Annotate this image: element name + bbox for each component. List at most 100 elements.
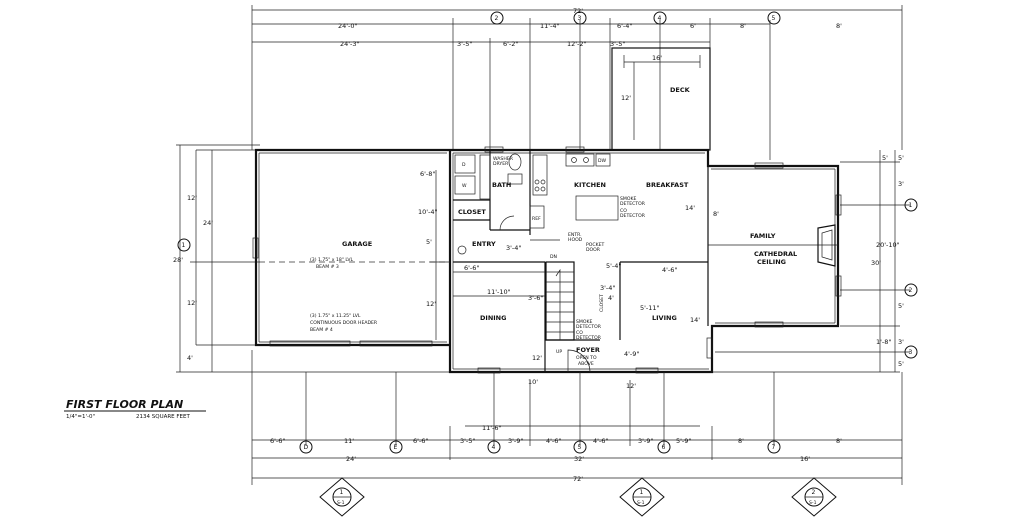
note-co1-a: CO — [620, 208, 627, 214]
dim-right-5d: 5' — [898, 360, 904, 368]
label-closet-v: CLOSET — [599, 294, 605, 312]
note-beam4-b: CONTINUOUS DOOR HEADER — [310, 320, 378, 326]
closet-door-arc — [499, 215, 515, 231]
room-labels: GARAGE ENTRY CLOSET BATH KITCHEN BREAKFA… — [342, 181, 797, 367]
dim-i11: 14' — [690, 316, 700, 324]
section-marker-1: 1 S-1 — [319, 477, 365, 517]
dim-bot-1l: 8' — [836, 437, 842, 445]
grid-bubble-top-2: 2 — [495, 15, 499, 22]
label-ceiling: CEILING — [757, 258, 786, 266]
notes: (3) 1.75" x 18" LVL BEAM # 3 (3) 1.75" x… — [310, 156, 646, 341]
label-living: LIVING — [652, 314, 677, 322]
dim-bot-1f: 3'-9" — [508, 437, 523, 445]
dim-left-24: 24' — [203, 219, 213, 227]
dim-top-3b: 3'-5" — [457, 40, 472, 48]
grid-bubble-right-1: 1 — [909, 202, 913, 209]
dim-i4: 3'-4" — [506, 244, 521, 252]
note-pocket-a: POCKET — [586, 242, 605, 248]
label-deck: DECK — [670, 86, 691, 94]
dim-i14: 4'-9" — [624, 350, 639, 358]
front-door — [567, 349, 591, 373]
dim-top-3e: 3'-5" — [610, 40, 625, 48]
dim-i12: 8' — [713, 210, 719, 218]
fireplace — [817, 224, 836, 267]
dim-top-3a: 24'-3" — [340, 40, 360, 48]
note-beam3-b: BEAM # 3 — [316, 264, 339, 270]
label-dn: DN — [550, 254, 557, 260]
dim-i2: 10'-4" — [418, 208, 438, 216]
dim-top-2b: 11'-4" — [540, 22, 560, 30]
svg-text:16': 16' — [652, 54, 662, 62]
label-dw: DW — [598, 158, 607, 164]
label-family: FAMILY — [750, 232, 776, 240]
label-bath: BATH — [492, 181, 511, 189]
top-grid-bubbles: 2 3 4 5 — [490, 11, 781, 25]
top-dimensions: 72' 24'-0" 11'-4" 6'-4" 6' 8' 8' 24'-3" … — [251, 5, 903, 160]
note-beam3-a: (3) 1.75" x 18" LVL — [310, 257, 354, 263]
grid-bubble-bot-7: 7 — [772, 444, 776, 451]
dim-right-3a: 3' — [898, 180, 904, 188]
label-ref: REF — [532, 216, 541, 222]
grid-bubble-top-4: 4 — [658, 15, 662, 22]
label-closet: CLOSET — [458, 208, 486, 216]
dim-i20: 4'-6" — [662, 266, 677, 274]
dim-right-5b: 5' — [898, 154, 904, 162]
plan-scale: 1/4"=1'-0" — [66, 414, 95, 420]
section-1-num: 1 — [340, 489, 344, 496]
dim-top-3d: 12'-2" — [567, 40, 587, 48]
note-smoke1-b: DETECTOR — [620, 201, 646, 207]
exterior-walls — [252, 146, 842, 374]
label-up: UP — [556, 349, 562, 355]
grid-bubble-top-3: 3 — [578, 15, 582, 22]
grid-bubble-bot-d: D — [304, 444, 309, 451]
bath-fixtures: D W — [454, 153, 523, 200]
label-foyer: FOYER — [576, 346, 600, 354]
svg-text:W: W — [462, 183, 467, 189]
dim-i3: 5' — [426, 238, 432, 246]
dim-i7: 3'-6" — [528, 294, 543, 302]
interior-dimensions: 6'-8" 10'-4" 5' 3'-4" 6'-6" 11'-10" 3'-6… — [418, 170, 719, 390]
grid-bubble-bot-6: 6 — [662, 444, 666, 451]
dim-right-20-10: 20'-10" — [876, 241, 900, 249]
section-markers: 1 S-1 1 S-1 2 S-1 — [319, 477, 837, 517]
svg-text:D: D — [462, 162, 466, 168]
label-breakfast: BREAKFAST — [646, 181, 689, 189]
section-marker-3: 2 S-1 — [791, 477, 837, 517]
grid-bubble-top-5: 5 — [772, 15, 776, 22]
dim-bot-2c: 16' — [800, 455, 810, 463]
dim-i15: 10' — [528, 378, 538, 386]
dim-top-2c: 6'-4" — [617, 22, 632, 30]
dim-bot-1i: 3'-9" — [638, 437, 653, 445]
dim-i1: 6'-8" — [420, 170, 435, 178]
dim-bot-1a: 6'-6" — [270, 437, 285, 445]
dim-bot-2b: 32' — [574, 455, 584, 463]
dim-i9: 5'-11" — [640, 304, 660, 312]
label-kitchen: KITCHEN — [574, 181, 606, 189]
section-3-num: 2 — [812, 489, 816, 496]
dim-i8: 4' — [608, 294, 614, 302]
dim-i18: 5'-4" — [606, 262, 621, 270]
dim-i6: 11'-10" — [487, 288, 511, 296]
left-dimensions: 28' 24' 12' 12' 4' 1 — [173, 144, 460, 373]
dim-top-2f: 8' — [836, 22, 842, 30]
dim-bot-1c: 6'-6" — [413, 437, 428, 445]
dim-right-1-8: 1'-8" — [876, 338, 891, 346]
right-dimensions: 30' 20'-10" 5' 5' 3' 5' 1'-8" 3' 5' 1 2 … — [700, 150, 918, 373]
note-smoke1-a: SMOKE — [620, 196, 637, 202]
section-2-sheet: S-1 — [637, 500, 645, 506]
note-co2-b: DETECTOR — [576, 335, 602, 341]
title-block: FIRST FLOOR PLAN 1/4"=1'-0" 2134 SQUARE … — [64, 398, 206, 420]
dim-bot-2a: 24' — [346, 455, 356, 463]
bottom-dimensions: 6'-6" 11' 6'-6" 3'-5" 11'-6" 3'-9" 4'-6"… — [251, 350, 903, 485]
note-dryer: DRYER — [493, 161, 509, 167]
grid-bubble-bot-5: 5 — [578, 444, 582, 451]
dim-bot-1g: 4'-6" — [546, 437, 561, 445]
grid-bubble-right-2: 2 — [909, 287, 913, 294]
dim-right-30: 30' — [871, 259, 881, 267]
grid-bubble-bot-e: E — [394, 444, 398, 451]
dim-left-12a: 12' — [187, 194, 197, 202]
dim-i5: 6'-6" — [464, 264, 479, 272]
dim-left-12b: 12' — [187, 299, 197, 307]
deck: 16' 12' DECK — [611, 47, 711, 151]
plan-area: 2134 SQUARE FEET — [136, 414, 191, 420]
